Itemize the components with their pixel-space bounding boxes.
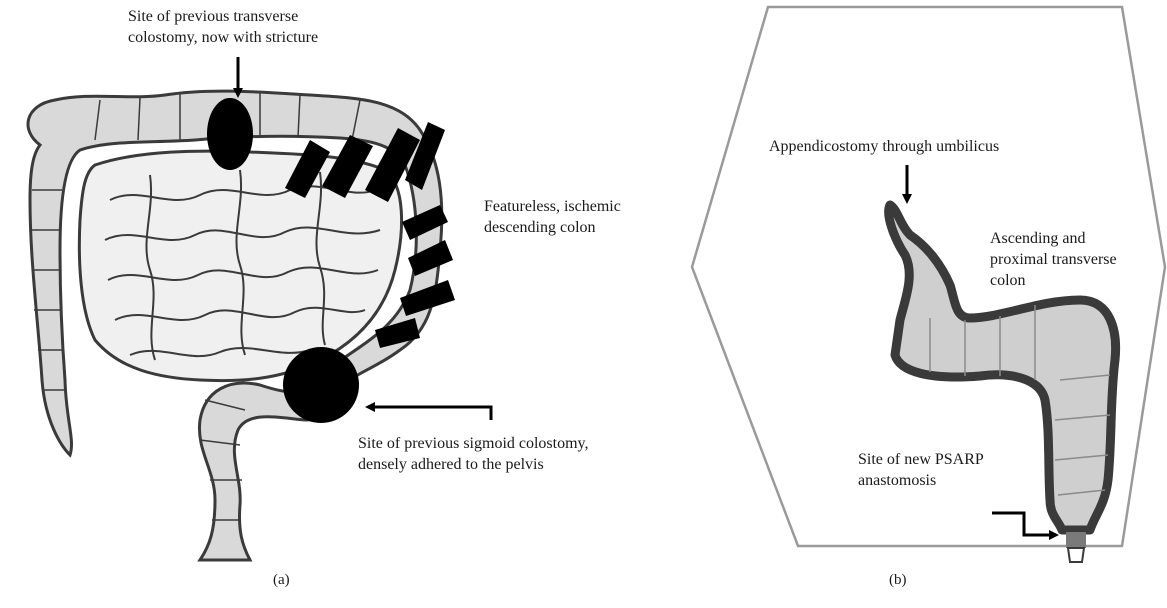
caption-b: (b) — [889, 572, 907, 588]
sigmoid-colostomy-marker — [283, 347, 359, 423]
colon-remnant — [884, 200, 1121, 535]
colon-remnant-haustra — [929, 305, 1111, 496]
label-appendicostomy: Appendicostomy through umbilicus — [769, 138, 1000, 155]
anus-stump — [1066, 547, 1086, 563]
colon-haustra — [31, 93, 361, 521]
label-ascending-colon: Ascending and proximal transverse colon — [990, 230, 1117, 289]
panel-b-frame — [690, 5, 1167, 548]
arrow-psarp — [992, 511, 1059, 540]
caption-a: (a) — [273, 572, 290, 588]
transverse-stricture-marker — [207, 98, 253, 170]
panel-a-diagram — [26, 57, 493, 562]
small-intestine-loops — [104, 169, 381, 361]
descending-ischemic-markers — [285, 122, 455, 348]
label-sigmoid-colostomy: Site of previous sigmoid colostomy, dens… — [358, 435, 589, 473]
psarp-anastomosis-marker — [1066, 532, 1086, 548]
label-psarp-anastomosis: Site of new PSARP anastomosis — [858, 451, 984, 489]
label-transverse-colostomy: Site of previous transverse colostomy, n… — [128, 8, 319, 46]
panel-b-diagram — [690, 5, 1167, 563]
label-descending-colon: Featureless, ischemic descending colon — [484, 198, 621, 236]
arrow-sigmoid — [365, 402, 493, 420]
